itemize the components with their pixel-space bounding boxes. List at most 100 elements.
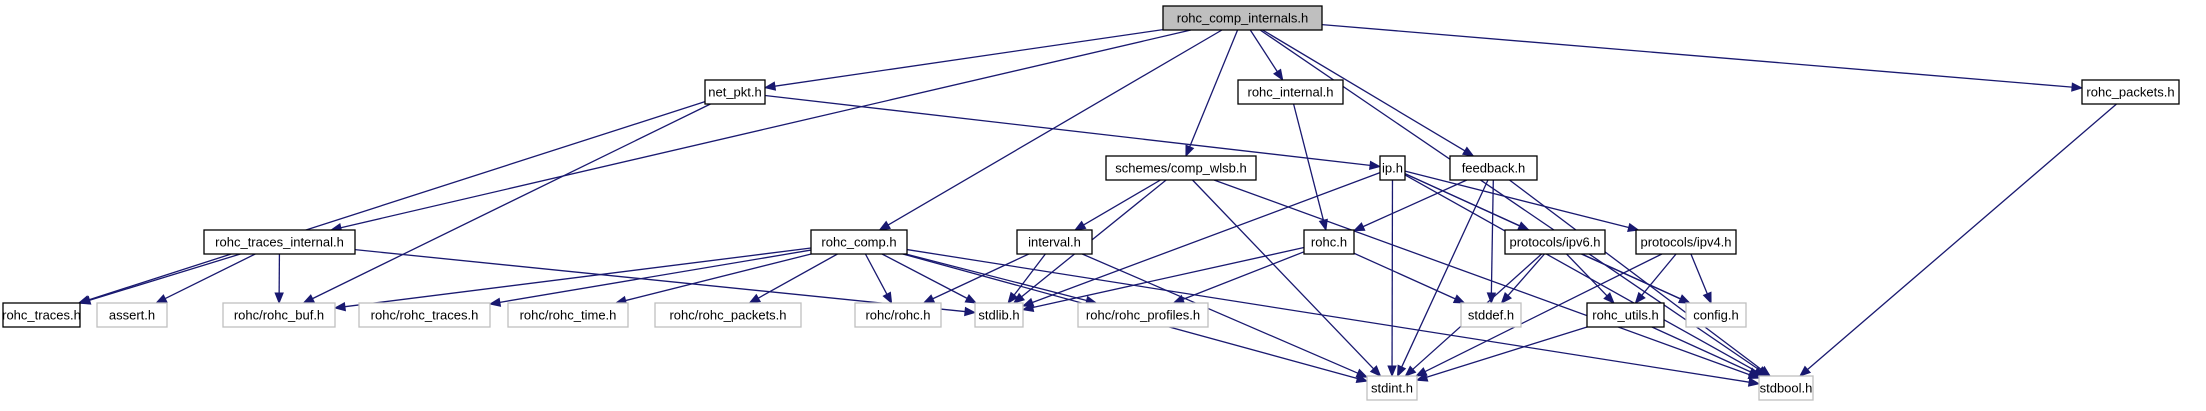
node-rohc-packets[interactable]: rohc_packets.h: [2081, 79, 2180, 105]
edge-line: [1362, 179, 1468, 228]
node-stddef: stddef.h: [1460, 302, 1522, 328]
edge-feedback-to-rohc: [1352, 179, 1468, 232]
arrowhead-icon: [155, 294, 168, 304]
node-label: rohc.h: [1311, 235, 1347, 250]
edge-line: [1353, 252, 1456, 300]
node-box: [1162, 5, 1323, 31]
edge-protocols_ipv6-to-config: [1581, 253, 1691, 304]
node-box: [1077, 302, 1209, 328]
edge-interval-to-stdlib: [1007, 253, 1046, 305]
edge-rohc_comp_internals-to-schemes_comp_wlsb: [1185, 29, 1239, 158]
node-label: rohc_comp.h: [821, 235, 896, 250]
node-rohc-traces[interactable]: rohc_traces.h: [2, 302, 81, 328]
edge-feedback-to-stdbool: [1509, 179, 1772, 377]
edge-line: [1401, 179, 1489, 368]
arrowhead-icon: [964, 306, 977, 317]
node-box: [2, 302, 81, 328]
edge-line: [1032, 246, 1305, 309]
node-label: schemes/comp_wlsb.h: [1115, 161, 1247, 176]
edge-rohc_comp-to-rohc_rohc_packets: [748, 253, 838, 304]
edge-line: [1566, 253, 1608, 297]
edge-ip-to-stdbool: [1404, 174, 1766, 377]
node-protocols-ipv6[interactable]: protocols/ipv6.h: [1504, 229, 1606, 255]
node-feedback[interactable]: feedback.h: [1449, 155, 1538, 181]
node-label: stdlib.h: [978, 308, 1019, 323]
node-label: net_pkt.h: [708, 85, 762, 100]
edge-protocols_ipv4-to-rohc_utils: [1634, 253, 1677, 305]
arrowhead-icon: [1702, 291, 1712, 305]
node-interval[interactable]: interval.h: [1016, 229, 1093, 255]
edge-rohc_comp_internals-to-rohc_packets: [1321, 23, 2084, 92]
arrowhead-icon: [1172, 294, 1186, 304]
edge-line: [757, 253, 838, 299]
edge-rohc_utils-to-stdbool: [1651, 326, 1761, 377]
node-box: [1635, 229, 1737, 255]
arrowhead-icon: [1007, 291, 1019, 305]
node-stdint: stdint.h: [1366, 375, 1418, 401]
arrowhead-icon: [882, 291, 893, 305]
edge-line: [1690, 253, 1708, 294]
edge-rohc_comp-to-stdbool: [906, 248, 1761, 387]
node-rohc[interactable]: rohc.h: [1303, 229, 1355, 255]
node-box: [358, 302, 491, 328]
arrowhead-icon: [1634, 291, 1646, 305]
node-label: stddef.h: [1468, 308, 1514, 323]
node-box: [1379, 155, 1406, 181]
arrowhead-icon: [1798, 365, 1812, 377]
arrowhead-icon: [878, 220, 892, 231]
edge-line: [1581, 253, 1681, 300]
edge-rohc_comp-to-rohc_rohc_buf: [333, 247, 812, 312]
edge-line: [340, 29, 1192, 229]
edge-line: [625, 253, 812, 302]
node-label: protocols/ipv4.h: [1640, 235, 1731, 250]
node-box: [1366, 375, 1418, 401]
node-box: [854, 302, 942, 328]
node-rohc-comp-internals[interactable]: rohc_comp_internals.h: [1162, 5, 1323, 31]
edge-line: [1426, 326, 1588, 378]
node-label: rohc_traces_internal.h: [215, 235, 344, 250]
node-rohc-traces-internal[interactable]: rohc_traces_internal.h: [203, 229, 356, 255]
edge-line: [1189, 29, 1239, 147]
edge-line: [89, 253, 241, 301]
node-stdlib: stdlib.h: [974, 302, 1024, 328]
node-rohc-rohc-traces: rohc/rohc_traces.h: [358, 302, 491, 328]
node-label: rohc_comp_internals.h: [1177, 11, 1309, 26]
edge-line: [1651, 326, 1751, 373]
node-box: [654, 302, 802, 328]
node-rohc-internal[interactable]: rohc_internal.h: [1237, 79, 1344, 105]
edge-line: [1807, 103, 2117, 370]
edge-protocols_ipv6-to-rohc_utils: [1566, 253, 1615, 304]
arrowhead-icon: [1387, 365, 1397, 378]
node-box: [96, 302, 168, 328]
node-box: [1449, 155, 1538, 181]
edge-line: [1249, 29, 1278, 72]
arrowhead-icon: [1185, 144, 1195, 158]
node-label: rohc_internal.h: [1248, 85, 1334, 100]
edge-rohc_traces_internal-to-stdlib: [354, 249, 977, 317]
node-net-pkt[interactable]: net_pkt.h: [704, 79, 766, 105]
node-ip[interactable]: ip.h: [1379, 155, 1406, 181]
edge-line: [881, 253, 968, 299]
edge-interval-to-rohc_rohc: [922, 253, 1030, 304]
arrowhead-icon: [488, 297, 502, 307]
arrowhead-icon: [1758, 365, 1772, 377]
node-rohc-utils[interactable]: rohc_utils.h: [1586, 302, 1665, 328]
edge-line: [1490, 179, 1494, 294]
edge-rohc_traces_internal-to-rohc_traces: [78, 253, 241, 305]
arrowhead-icon: [1747, 377, 1761, 387]
node-rohc-comp[interactable]: rohc_comp.h: [810, 229, 908, 255]
edge-schemes_comp_wlsb-to-stdint: [1192, 179, 1382, 377]
node-protocols-ipv4[interactable]: protocols/ipv4.h: [1635, 229, 1737, 255]
node-label: rohc/rohc.h: [865, 308, 930, 323]
arrowhead-icon: [333, 301, 347, 312]
edge-line: [1032, 172, 1381, 304]
nodes-layer: rohc_comp_internals.h net_pkt.h rohc_inter…: [2, 5, 2180, 401]
node-box: [810, 229, 908, 255]
edge-rohc_comp_internals-to-rohc_traces_internal: [329, 29, 1192, 233]
edge-line: [1292, 103, 1325, 221]
node-label: stdint.h: [1371, 381, 1413, 396]
node-schemes-comp-wlsb[interactable]: schemes/comp_wlsb.h: [1105, 155, 1257, 181]
edge-rohc_packets-to-stdbool: [1798, 103, 2117, 377]
node-box: [1685, 302, 1747, 328]
edge-line: [1507, 253, 1545, 296]
